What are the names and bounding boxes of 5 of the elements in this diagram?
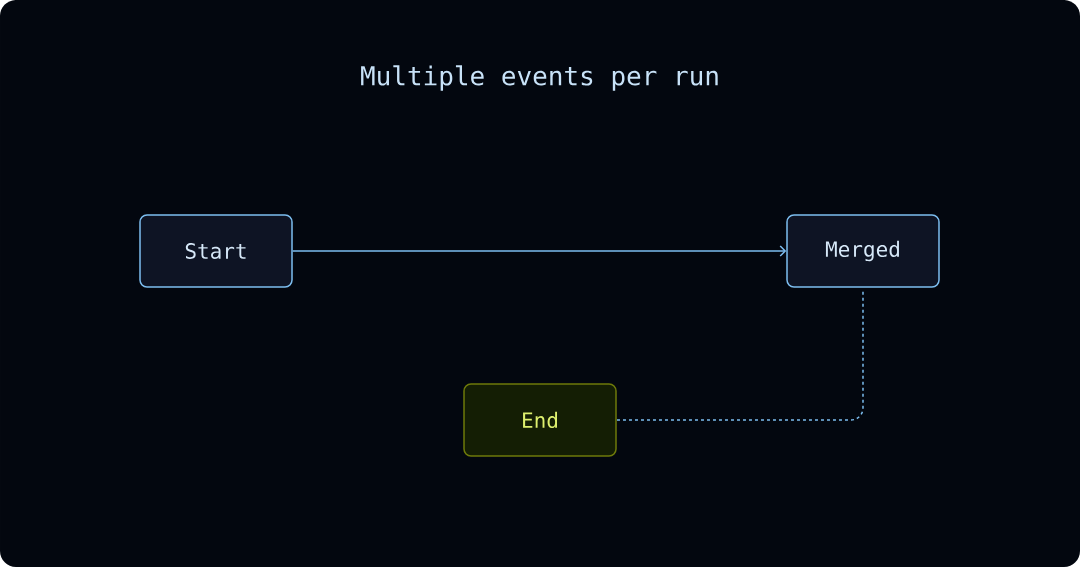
title: Multiple events per run xyxy=(361,65,718,91)
process-box: End xyxy=(463,383,617,457)
process-box: Merged xyxy=(786,214,940,288)
process-box: Start xyxy=(139,214,293,288)
arrow xyxy=(292,245,787,257)
